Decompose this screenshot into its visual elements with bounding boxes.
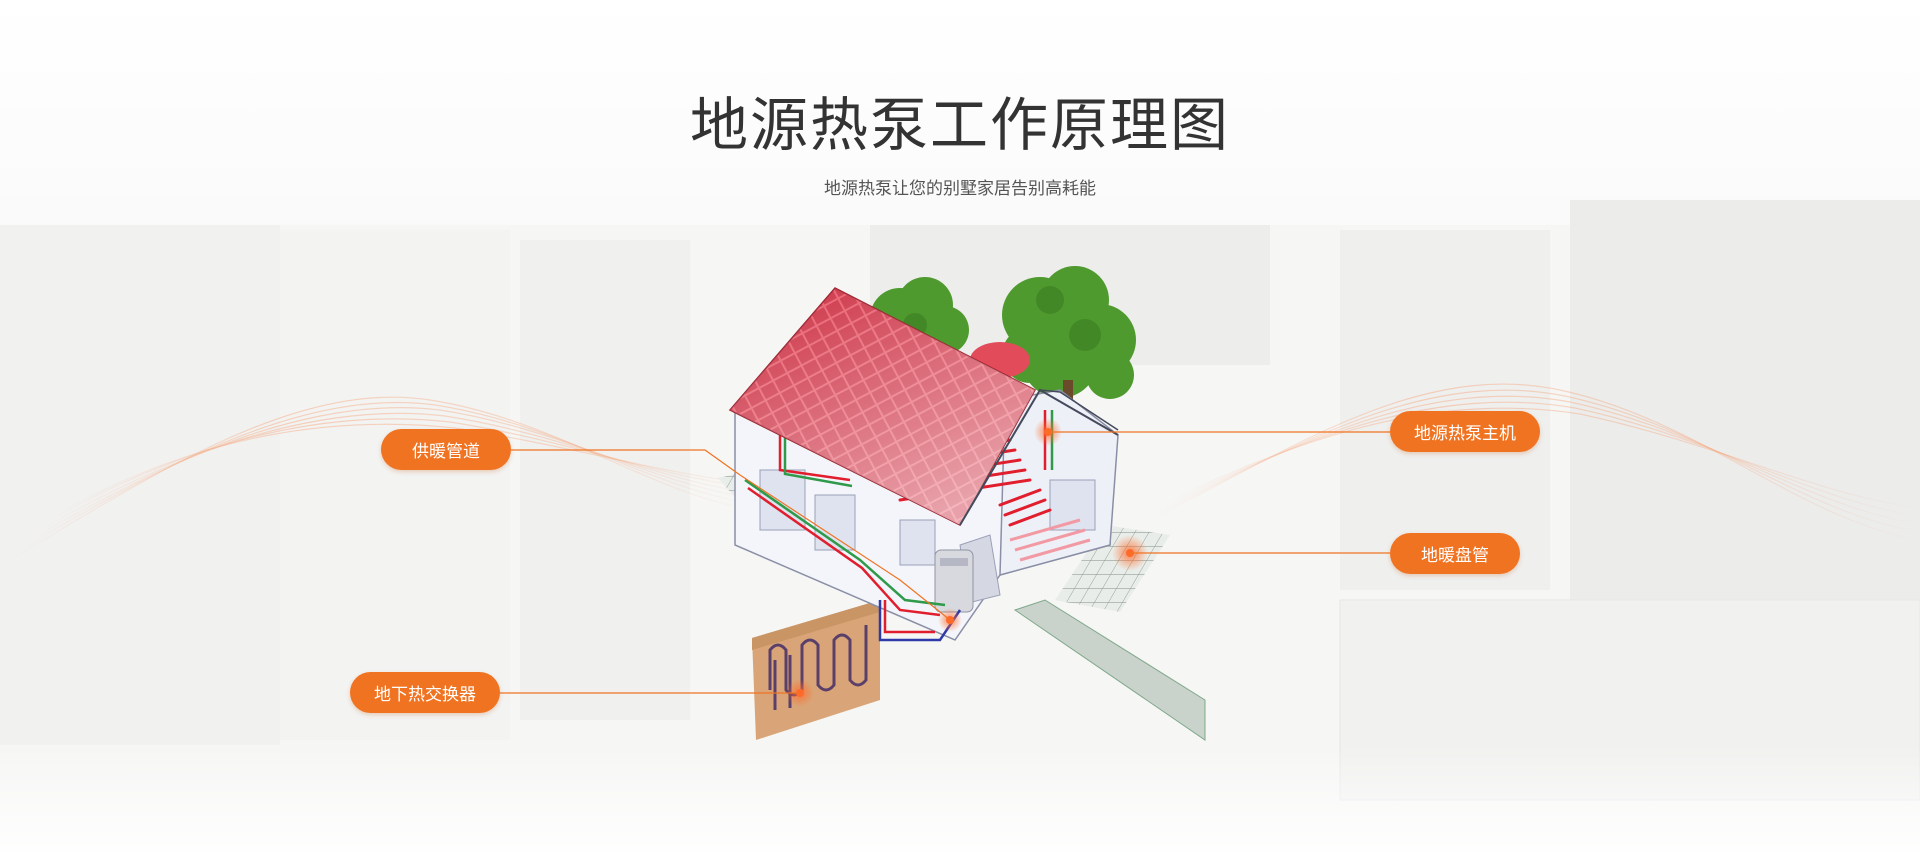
label-heat-pump-unit[interactable]: 地源热泵主机 xyxy=(1390,411,1540,452)
label-ground-heat-exchanger-text: 地下热交换器 xyxy=(374,685,476,705)
page-title: 地源热泵工作原理图 xyxy=(689,91,1230,159)
page-subtitle: 地源热泵让您的别墅家居告别高耗能 xyxy=(824,179,1096,199)
label-ground-heat-exchanger[interactable]: 地下热交换器 xyxy=(350,672,500,713)
label-supply-pipe[interactable]: 供暖管道 xyxy=(381,429,511,470)
label-heat-pump-unit-text: 地源热泵主机 xyxy=(1414,424,1516,444)
label-floor-heating-coil[interactable]: 地暖盘管 xyxy=(1390,533,1520,574)
label-supply-pipe-text: 供暖管道 xyxy=(412,442,480,462)
label-floor-heating-coil-text: 地暖盘管 xyxy=(1421,546,1489,566)
